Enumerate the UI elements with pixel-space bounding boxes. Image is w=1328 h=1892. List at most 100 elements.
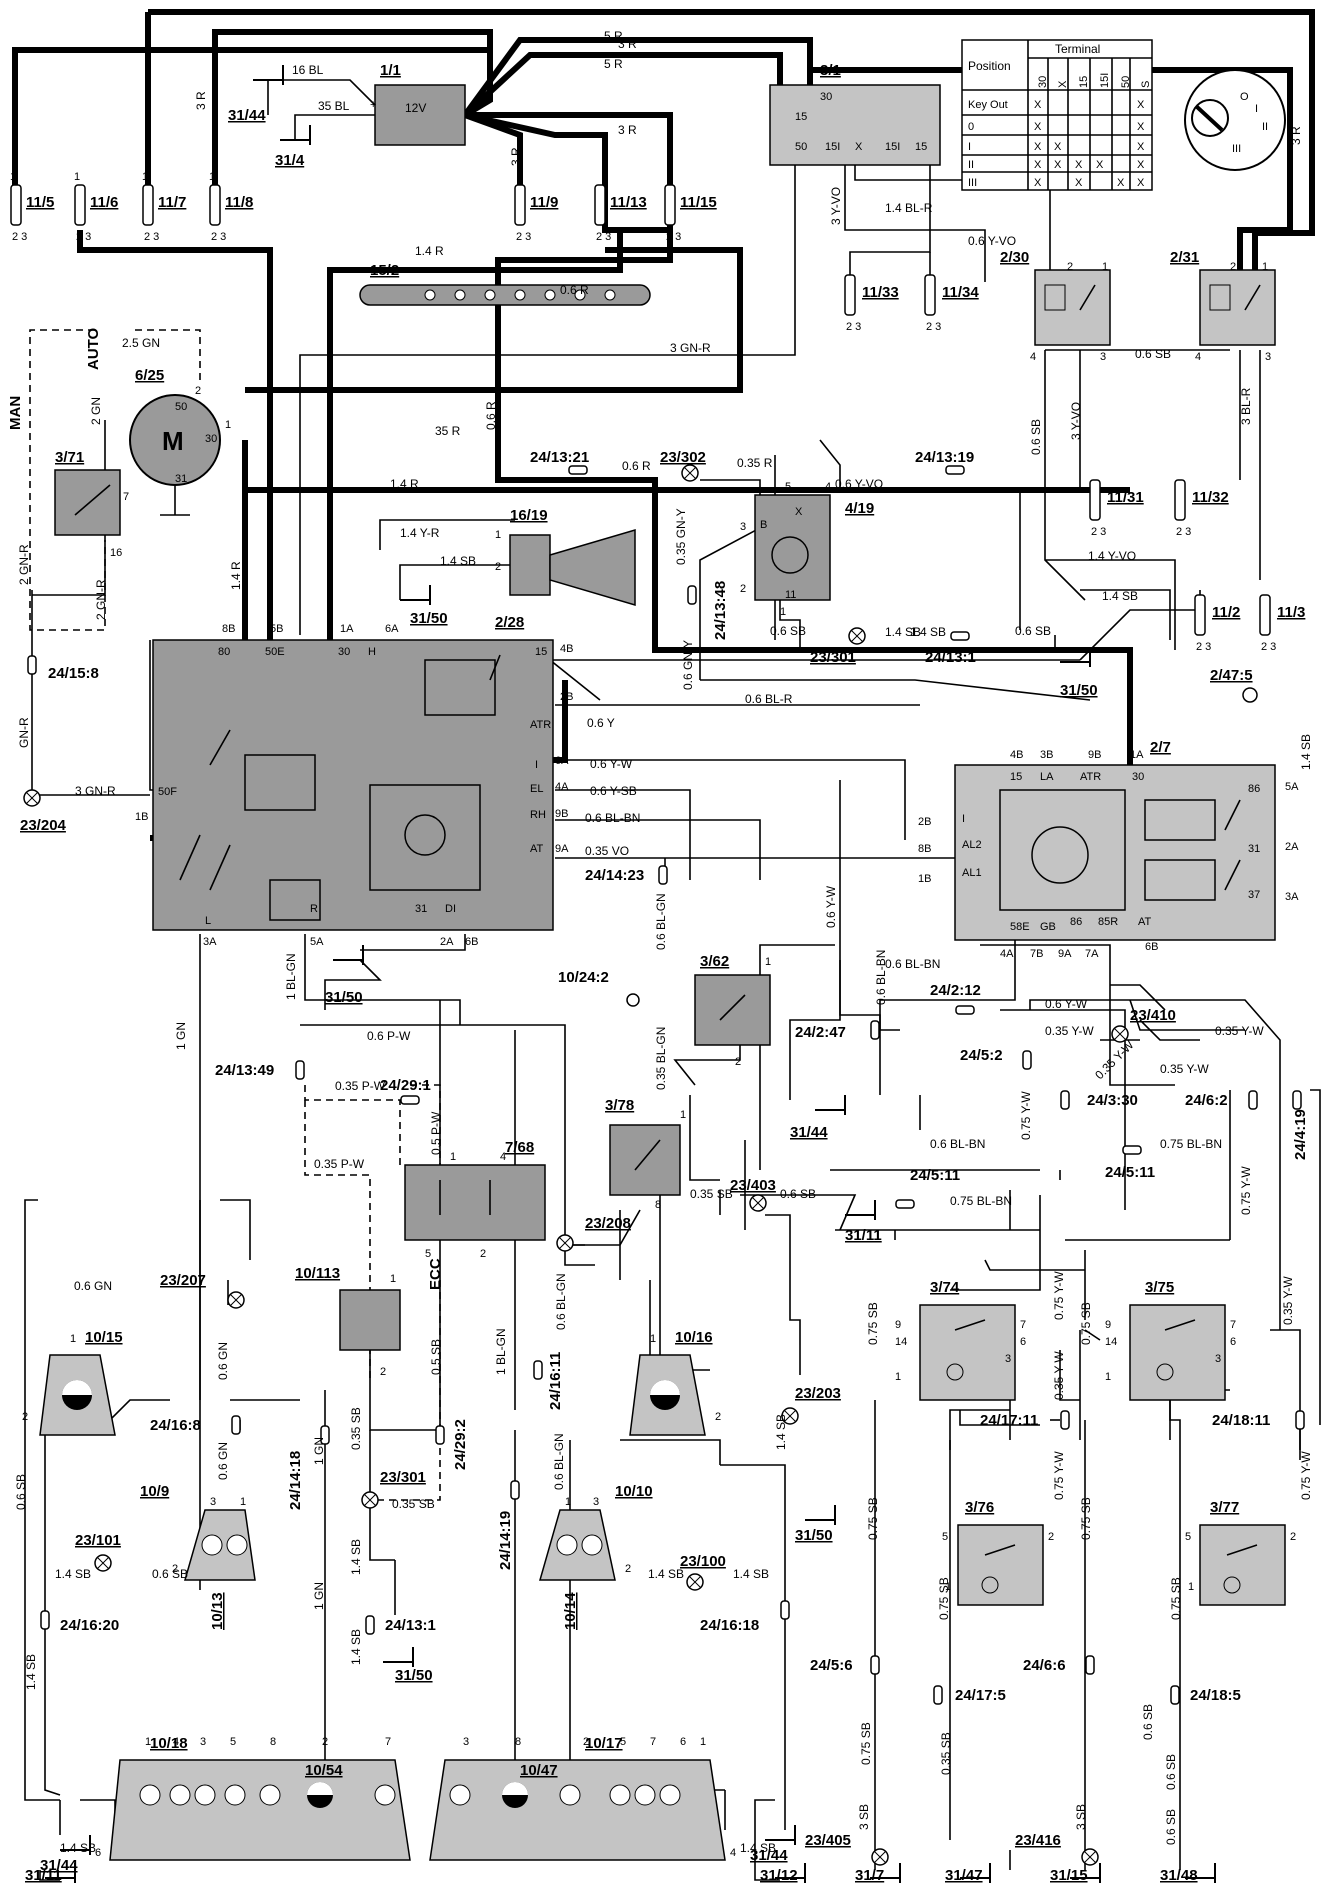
connectors-label: 24/14:19 <box>497 1511 514 1570</box>
svg-text:O: O <box>1240 91 1249 103</box>
svg-text:6A: 6A <box>385 623 399 635</box>
svg-text:7: 7 <box>1230 1319 1236 1331</box>
connectors-label: 24/5:11 <box>1105 1164 1155 1181</box>
grounds-label: 31/50 <box>410 610 448 627</box>
wire-label: 3 SB <box>857 1804 871 1830</box>
splices-label: 23/410 <box>1130 1007 1176 1024</box>
fuse-11-31: 11/31 2 3 <box>1089 479 1144 538</box>
fuse-11-13: 11/13 2 3 <box>594 184 647 243</box>
key-table-position: 0 <box>968 121 974 133</box>
wire-label: 0.75 SB <box>866 1497 880 1540</box>
wire-label: 0.6 SB <box>1141 1704 1155 1740</box>
svg-text:30: 30 <box>205 433 217 445</box>
svg-text:1: 1 <box>1105 1371 1111 1383</box>
ground-g31_7: 31/7 <box>855 1863 901 1884</box>
svg-text:8: 8 <box>270 1736 276 1748</box>
connectors-label: 24/13:21 <box>530 449 589 466</box>
svg-text:9A: 9A <box>555 843 569 855</box>
svg-text:GB: GB <box>1040 921 1056 933</box>
grounds-label: 31/44 <box>228 107 266 124</box>
wire-label: 0.6 SB <box>1029 419 1043 455</box>
connectors-label: 24/13:19 <box>915 449 974 466</box>
svg-text:15I: 15I <box>825 141 840 153</box>
splice-s23_403: 23/403 <box>730 1177 776 1212</box>
svg-text:2: 2 <box>495 561 501 573</box>
splice-s23_301a: 23/301 <box>810 627 866 666</box>
fuse-11-9: 11/9 2 3 <box>514 184 558 243</box>
wire-label: 3 R <box>618 123 637 137</box>
svg-text:1: 1 <box>74 171 80 183</box>
key-table-mark: X <box>1137 159 1145 171</box>
wire-label: 0.35 Y-W <box>1045 1024 1094 1038</box>
connectors-label: 24/13:48 <box>712 581 729 640</box>
svg-text:2 3: 2 3 <box>144 231 159 243</box>
wire-label: 0.6 BL-BN <box>885 957 940 971</box>
connector-c10_24_2: 10/24:2 <box>558 969 640 1007</box>
wire-label: 0.6 BL-GN <box>654 893 668 950</box>
wire-label: 1.4 SB <box>774 1414 788 1450</box>
motor-symbol: M <box>162 426 184 456</box>
key-table-mark: X <box>1034 177 1042 189</box>
svg-text:2: 2 <box>1230 261 1236 273</box>
wire-label: 1.4 SB <box>55 1567 91 1581</box>
svg-text:16: 16 <box>110 547 122 559</box>
wire-label: 1.4 SB <box>733 1567 769 1581</box>
svg-text:1A: 1A <box>1130 749 1144 761</box>
connector-c24_2_47: 24/2:47 <box>795 1020 880 1041</box>
svg-text:I: I <box>535 759 538 771</box>
wire-label: 1.4 Y-VO <box>1088 549 1136 563</box>
connector-c24_13_21: 24/13:21 <box>530 449 589 475</box>
svg-text:RH: RH <box>530 809 546 821</box>
svg-text:2 3: 2 3 <box>596 231 611 243</box>
fuse-label: 11/13 <box>610 194 647 211</box>
connector-c24_5_11a: 24/5:11 <box>895 1167 960 1209</box>
wire-label: 3 R <box>194 91 208 110</box>
connector-c24_14_18: 24/14:18 <box>287 1425 330 1510</box>
fuse-11-6: 11/6 1 2 3 <box>74 171 118 243</box>
wire-label: 0.75 Y-W <box>1239 1166 1253 1215</box>
connector-c24_13_19: 24/13:19 <box>915 449 974 475</box>
svg-text:+: + <box>370 99 376 111</box>
wire-label: 1.4 Y-R <box>400 526 440 540</box>
wire-label: 3 BL-R <box>1239 387 1253 425</box>
thin-wires <box>24 79 1321 1881</box>
wire-label: 0.6 SB <box>14 1474 28 1510</box>
svg-text:5: 5 <box>425 1248 431 1260</box>
ground-g31_48: 31/48 <box>1160 1863 1216 1884</box>
fuse-label: 11/34 <box>942 284 979 301</box>
connectors-label: 24/5:2 <box>960 1047 1003 1064</box>
svg-text:B: B <box>760 519 767 531</box>
wire-label: 0.35 Y-W <box>1215 1024 1264 1038</box>
wire-label: 2.5 GN <box>122 336 160 350</box>
wire-label: 3 R <box>1289 126 1303 145</box>
switch-label: 3/62 <box>700 953 729 970</box>
splice-s23_101: 23/101 <box>75 1532 121 1572</box>
wire-label: 0.35 P-W <box>335 1079 386 1093</box>
wire-label: 0.35 R <box>737 456 773 470</box>
lamp-label: 10/9 <box>140 1483 169 1500</box>
svg-text:2B: 2B <box>560 691 573 703</box>
grounds-label: 31/50 <box>1060 682 1098 699</box>
connector-2-47-5: 2/47:5 <box>1210 667 1258 703</box>
svg-text:L: L <box>205 915 211 927</box>
svg-text:1: 1 <box>450 1151 456 1163</box>
svg-text:85R: 85R <box>1098 916 1118 928</box>
svg-text:31: 31 <box>415 903 427 915</box>
battery-label: 1/1 <box>380 62 401 79</box>
fuse-11-7: 11/7 1 2 3 <box>142 171 186 243</box>
svg-text:9: 9 <box>895 1319 901 1331</box>
splices-label: 23/203 <box>795 1385 841 1402</box>
lamp-10-15: 10/15 12 <box>22 1329 123 1436</box>
svg-text:3: 3 <box>740 521 746 533</box>
svg-text:1: 1 <box>240 1496 246 1508</box>
wire-label: 0.6 SB <box>1164 1809 1178 1845</box>
connectors-label: 24/13:1 <box>925 649 976 666</box>
key-table-mark: X <box>1137 141 1145 153</box>
wire-label: GN-R <box>17 717 31 748</box>
wire-label: 1.4 BL-R <box>885 201 933 215</box>
